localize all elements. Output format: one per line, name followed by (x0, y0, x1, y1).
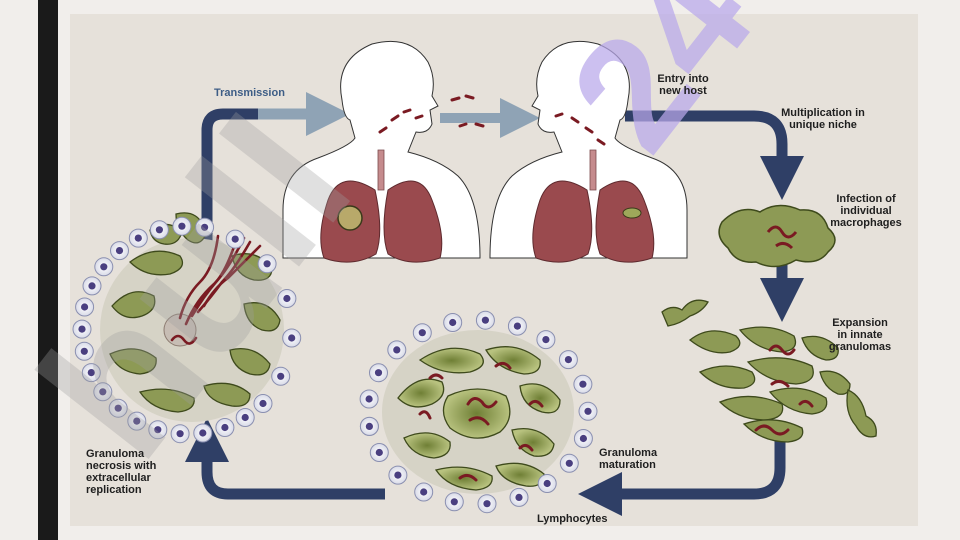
lymphocyte-nucleus (231, 235, 239, 243)
arrow-to-maturation (578, 440, 786, 516)
lymphocyte-nucleus (450, 498, 458, 506)
host-left (282, 40, 481, 263)
lymphocyte-nucleus (542, 336, 550, 344)
lymphocyte-nucleus (199, 429, 207, 437)
lung-right-l (532, 180, 593, 263)
lymphocyte-nucleus (99, 388, 107, 396)
label-expansion: Expansion in innate granulomas (828, 317, 892, 353)
lymphocyte-nucleus (259, 399, 267, 408)
innate-granuloma-bacteria (754, 344, 814, 436)
lymphocyte-nucleus (420, 488, 428, 496)
lymphocyte-nucleus (579, 434, 588, 443)
arrow-transmission (201, 108, 258, 248)
arrow-maturation-to-necrosis (185, 418, 385, 500)
label-lymphocytes: Lymphocytes (537, 513, 608, 525)
extracellular-bacteria (170, 232, 262, 345)
lymphocyte-nucleus (263, 260, 271, 268)
lymphocyte-nucleus (564, 356, 573, 364)
lymphocyte-nucleus (115, 247, 124, 255)
left-border-bar (38, 0, 58, 540)
lymphocyte-nucleus (87, 369, 95, 377)
lymphocyte-nucleus (88, 282, 96, 290)
lymphocyte-nucleus (78, 325, 86, 333)
lymphocyte-nucleus (288, 334, 296, 342)
lymphocyte-nucleus (394, 471, 402, 479)
label-infection: Infection of individual macrophages (830, 193, 902, 229)
arrow-entry-to-multiplication (625, 110, 804, 200)
lymphocyte-nucleus (418, 329, 426, 337)
lymphocyte-nucleus (584, 407, 592, 415)
lymphocyte-nucleus (283, 294, 291, 303)
lymphocyte-nucleus (100, 263, 108, 271)
lymphocyte-nucleus (483, 500, 491, 508)
cycle-arrows (185, 92, 804, 516)
lymphocyte-nucleus (374, 369, 383, 377)
lymphocyte-nucleus (481, 316, 489, 324)
lymphocyte-nucleus (81, 303, 89, 311)
lymphocyte-nucleus (365, 422, 373, 430)
label-necrosis: Granuloma necrosis with extracellular re… (86, 448, 157, 496)
lymphocyte-nucleus (134, 234, 142, 242)
lymphocyte-nucleus (513, 322, 522, 330)
lymphocyte-nucleus (178, 222, 186, 230)
lymphocyte-nucleus (133, 417, 141, 425)
mature-granuloma (382, 330, 574, 494)
lymphocyte-nucleus (155, 226, 163, 234)
lymphocyte-nucleus (565, 459, 573, 467)
label-entry: Entry into new host (657, 73, 709, 97)
lymphocyte-nucleus (515, 493, 523, 501)
lymphocyte-nucleus (176, 430, 184, 438)
lymphocyte-nucleus (277, 372, 285, 380)
label-transmission: Transmission (214, 87, 285, 99)
host-right (489, 40, 688, 263)
lung-right-r (595, 180, 655, 263)
lymphocyte-nucleus (241, 413, 249, 422)
infected-macrophage (718, 204, 836, 268)
lymphocyte-ring (72, 216, 598, 514)
innate-granuloma (661, 299, 877, 443)
lymphocyte-nucleus (154, 426, 162, 434)
lung-lesion-left (337, 205, 363, 231)
lymphocyte-nucleus (114, 404, 122, 412)
trachea-right (589, 149, 597, 191)
airborne-bacteria (378, 94, 606, 146)
lymphocyte-nucleus (375, 448, 383, 457)
lymphocyte-nucleus (543, 479, 551, 488)
lymphocyte-nucleus (449, 318, 457, 327)
necrotic-granuloma (100, 212, 284, 422)
label-multiplication: Multiplication in unique niche (781, 107, 865, 131)
lymphocyte-nucleus (201, 223, 209, 231)
lymphocyte-nucleus (393, 346, 401, 354)
lymphocyte-nucleus (80, 347, 88, 355)
lung-left-r (383, 180, 443, 263)
lymphocyte-nucleus (579, 380, 587, 388)
lymphocyte-nucleus (365, 395, 373, 403)
lung-lesion-right (622, 207, 642, 219)
lymphocyte-nucleus (221, 423, 229, 432)
trachea-left (377, 149, 385, 191)
label-maturation: Granuloma maturation (599, 447, 658, 471)
